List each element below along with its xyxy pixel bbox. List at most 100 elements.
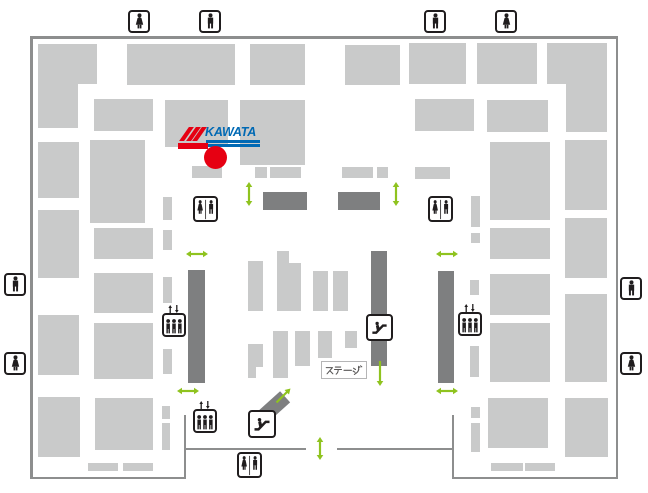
restroom-female-icon [128, 10, 150, 33]
booth-block [345, 45, 400, 85]
booth-block [342, 167, 373, 178]
booth-block [94, 99, 153, 131]
booth-block [490, 142, 550, 220]
logo-blue-bar [206, 140, 260, 143]
booth-block [566, 84, 607, 132]
booth-block [313, 271, 328, 311]
booth-block [248, 344, 263, 367]
booth-block [95, 398, 153, 450]
booth-block [471, 423, 480, 452]
booth-block [471, 196, 480, 227]
booth-block [277, 251, 289, 311]
booth-block [192, 166, 222, 178]
restroom-pair-icon [193, 196, 218, 222]
booth-block [377, 167, 388, 178]
elevator-icon [458, 303, 482, 336]
escalator-icon [366, 314, 393, 341]
flow-arrow-v1 [374, 361, 386, 386]
booth-block [162, 406, 170, 419]
booth-block [162, 423, 170, 450]
restroom-male-icon [4, 273, 26, 296]
booth-block [333, 271, 348, 311]
booth-block [38, 44, 97, 84]
elevator-box [458, 312, 482, 336]
logo-red-bar [178, 143, 208, 149]
booth-block [477, 43, 537, 84]
booth-block [94, 273, 153, 313]
booth-block [487, 100, 548, 132]
flow-arrow-h2 [186, 247, 208, 259]
booth-block [38, 397, 80, 457]
hall-wall [337, 448, 454, 450]
corridor-block [263, 192, 307, 210]
flow-arrow-h2 [436, 247, 458, 259]
booth-block [345, 331, 357, 348]
booth-block [470, 346, 479, 377]
booth-block [273, 331, 288, 378]
corridor-block [438, 271, 454, 383]
hall-wall [183, 448, 306, 450]
booth-block [471, 233, 480, 243]
restroom-female-icon [620, 352, 642, 375]
booth-block [163, 349, 172, 374]
booth-block [123, 463, 153, 471]
booth-block [248, 367, 256, 378]
hall-wall [615, 36, 618, 479]
booth-block [295, 331, 310, 366]
restroom-pair-icon [237, 452, 262, 478]
restroom-female-icon [4, 352, 26, 375]
logo-blue-bar [208, 144, 260, 147]
booth-block [38, 84, 78, 128]
booth-block [38, 315, 79, 375]
booth-block [490, 323, 550, 382]
booth-block [255, 167, 267, 178]
booth-block [248, 261, 263, 311]
booth-block [565, 294, 607, 382]
booth-block [94, 323, 153, 379]
booth-block [409, 43, 466, 84]
booth-block [94, 228, 153, 259]
booth-block [88, 463, 118, 471]
booth-block [163, 230, 172, 250]
flow-arrow-diag [274, 387, 292, 405]
booth-block [565, 218, 607, 278]
booth-block [318, 331, 332, 358]
stage-label [321, 361, 367, 379]
elevator-icon [162, 304, 186, 337]
booth-block [565, 398, 608, 457]
booth-block [250, 44, 305, 85]
booth-block [163, 277, 172, 303]
booth-block [127, 44, 235, 85]
restroom-male-icon [424, 10, 446, 33]
booth-block [270, 167, 301, 178]
kawata-booth-marker [204, 146, 227, 169]
kawata-logo: KAWATA [171, 118, 267, 154]
escalator-icon [248, 410, 276, 438]
flow-arrow-h2 [436, 384, 458, 396]
booth-block [90, 140, 145, 223]
hall-wall [30, 36, 33, 479]
hall-wall [452, 476, 616, 479]
booth-block [38, 210, 79, 278]
booth-block [415, 99, 474, 131]
flow-arrow-v2 [314, 437, 326, 460]
elevator-updown-arrows [199, 401, 210, 409]
booth-block [38, 142, 79, 198]
booth-block [490, 228, 550, 259]
restroom-male-icon [620, 277, 642, 300]
corridor-block [371, 251, 387, 366]
booth-block [415, 167, 450, 179]
booth-block [490, 274, 550, 315]
elevator-updown-arrows [168, 305, 179, 313]
booth-block [491, 463, 523, 471]
booth-block [547, 43, 607, 84]
kawata-logo-text: KAWATA [205, 125, 257, 139]
hall-wall [452, 415, 454, 479]
booth-block [470, 280, 479, 295]
booth-block [240, 100, 305, 165]
booth-block [163, 197, 172, 220]
booth-block [525, 463, 555, 471]
booth-block [471, 407, 480, 418]
elevator-box [162, 313, 186, 337]
corridor-block [188, 270, 205, 383]
